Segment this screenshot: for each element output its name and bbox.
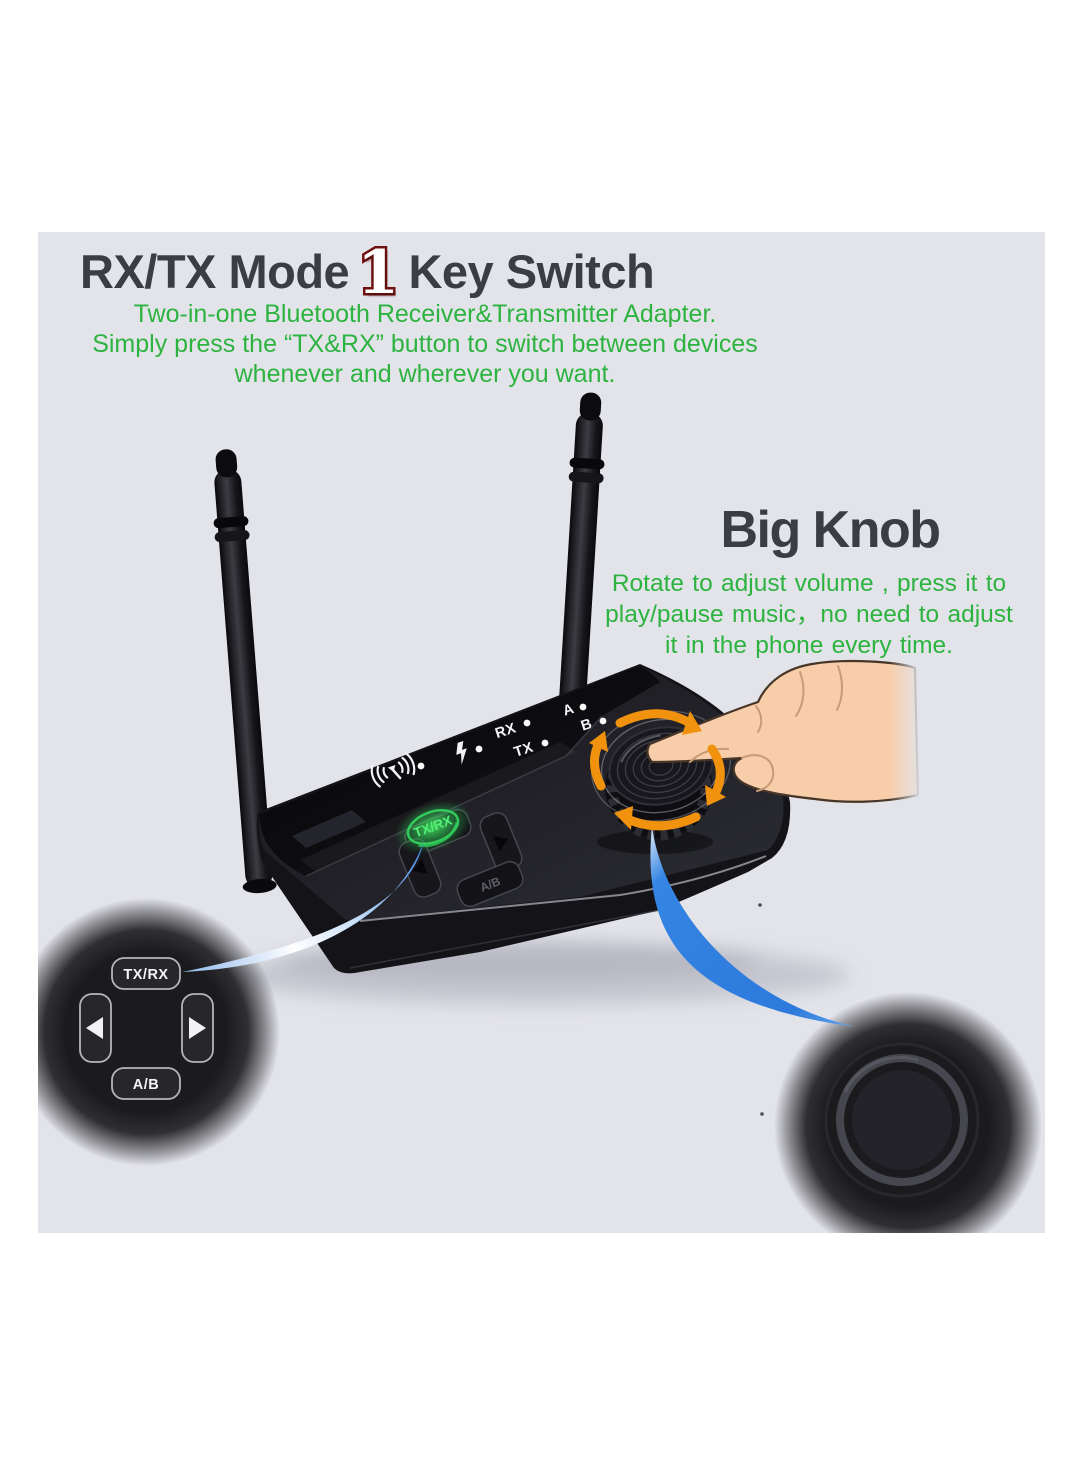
big-knob-heading: Big Knob <box>720 501 941 559</box>
inset-ab-label: A/B <box>133 1077 159 1093</box>
inset-mode-label: TX/RX <box>123 967 168 983</box>
inset-mode-button: TX/RX <box>111 957 181 990</box>
status-dot <box>475 745 483 753</box>
status-dot <box>417 762 425 770</box>
panel-label-a: A <box>561 701 576 720</box>
remote-buttons-inset: TX/RX A/B <box>38 898 280 1166</box>
right-antenna <box>556 392 605 763</box>
dust-speck <box>758 903 762 907</box>
lightning-bolt-icon <box>456 740 467 765</box>
dust-speck <box>760 1112 764 1116</box>
prev-triangle-icon <box>86 1017 103 1039</box>
callout-swoosh-right <box>650 826 856 1027</box>
status-dot <box>541 739 549 747</box>
panel-label-tx: TX <box>512 740 536 761</box>
big-knob-line-2: play/pause music，no need to adjust <box>605 601 1013 628</box>
status-dot <box>579 703 587 711</box>
big-knob-line-3: it in the phone every time. <box>665 632 953 659</box>
intro-line-2: Simply press the “TX&RX” button to switc… <box>92 330 758 358</box>
gloss-window-reflection <box>292 810 366 848</box>
gloss-seam <box>305 715 603 877</box>
inset-prev-button <box>79 993 112 1063</box>
knob-shadow <box>597 830 713 854</box>
left-antenna <box>213 449 277 894</box>
rotate-arrow-right <box>707 744 725 799</box>
inset-next-button <box>181 993 214 1063</box>
title-text-right: Key Switch <box>408 245 655 298</box>
intro-line-3: whenever and wherever you want. <box>234 360 616 388</box>
status-dot <box>599 717 607 725</box>
rotate-arrowheads <box>589 711 726 830</box>
panel-label-b: B <box>579 716 594 735</box>
panel-label-rx: RX <box>493 720 518 742</box>
pointing-hand-illustration <box>646 659 920 803</box>
device-ab-button: A/B <box>456 860 524 908</box>
next-triangle-icon <box>189 1017 206 1039</box>
rotate-arrow-bottom <box>625 812 701 831</box>
knob-top-inset <box>774 992 1042 1233</box>
base-edge <box>349 909 661 969</box>
intro-copy: Two-in-one Bluetooth Receiver&Transmitte… <box>40 299 810 389</box>
broadcast-signal-icon <box>370 752 416 788</box>
big-knob-line-1: Rotate to adjust volume , press it to <box>611 570 1007 597</box>
intro-line-1: Two-in-one Bluetooth Receiver&Transmitte… <box>133 300 717 328</box>
big-knob-copy: Rotate to adjust volume , press it to pl… <box>574 568 1044 661</box>
inset-ab-button: A/B <box>111 1067 181 1100</box>
knob-ring-highlight <box>843 1056 919 1093</box>
next-triangle-icon <box>493 836 509 852</box>
title-number-one: 1 <box>355 236 402 311</box>
title-text-left: RX/TX Mode <box>80 245 350 298</box>
rotate-arrow-top <box>615 709 693 728</box>
prev-triangle-icon <box>412 858 428 874</box>
front-rim-highlight <box>359 855 767 922</box>
status-dot <box>523 719 531 727</box>
callout-swoosh-left <box>182 841 424 972</box>
